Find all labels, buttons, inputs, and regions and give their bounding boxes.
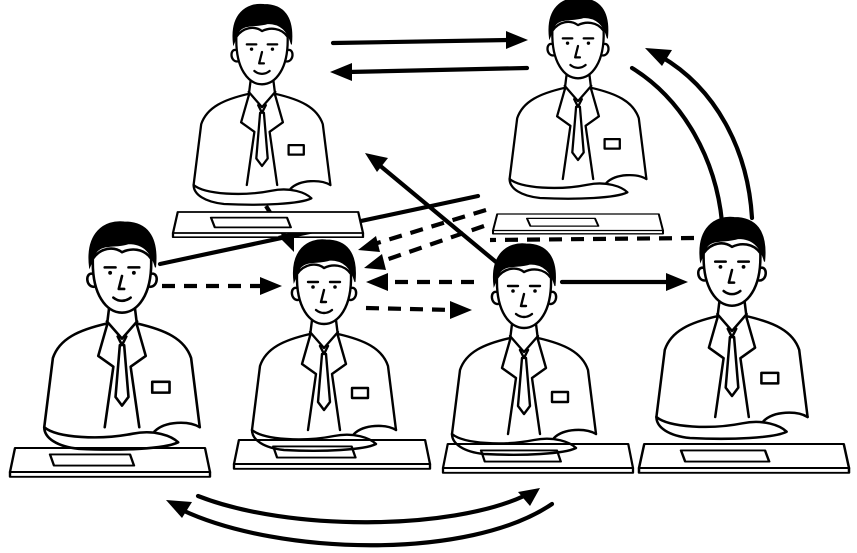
arrow-topright-to-topleft <box>348 68 527 72</box>
arrowhead <box>450 301 472 319</box>
figure-bottom-center-left <box>234 240 430 469</box>
figure-top-right <box>493 0 663 234</box>
arrowhead <box>166 500 192 518</box>
arrowhead <box>366 273 388 291</box>
arc-inner <box>632 68 722 222</box>
arrow-topright-to-bcl-2 <box>380 226 484 262</box>
arrowhead <box>358 236 380 252</box>
arrow-topleft-to-topright <box>333 40 510 43</box>
figure-top-left <box>173 4 363 237</box>
arrowhead <box>278 232 294 252</box>
arrowhead <box>506 31 528 49</box>
arrow-bcl-to-bcr <box>366 308 454 310</box>
figure-bottom-right <box>639 217 849 473</box>
arrowhead <box>364 254 386 270</box>
arrow-bottomleft-to-bcr <box>198 496 524 522</box>
arrowhead <box>666 273 688 291</box>
arrowhead <box>330 63 352 81</box>
figure-bottom-center-right <box>443 244 633 473</box>
arrowhead <box>260 277 282 295</box>
arrow-bottomright-to-topright <box>660 56 752 218</box>
arrow-bottomright-to-bcl <box>490 238 694 240</box>
